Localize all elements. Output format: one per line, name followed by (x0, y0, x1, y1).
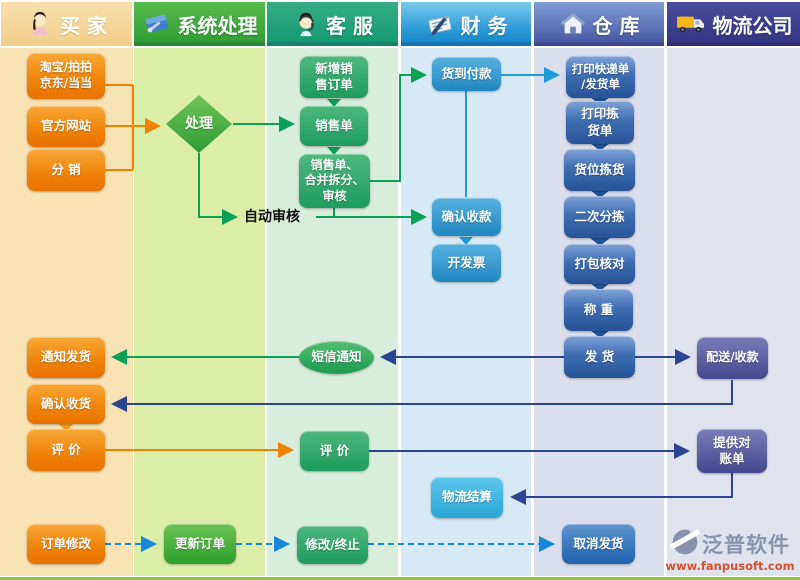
node-logistics-settlement: 物流结算 (431, 477, 503, 518)
lane-header-logistics: 物流公司 (667, 2, 800, 46)
node-cash-on-delivery: 货到付款 (432, 57, 501, 91)
node-notify-shipment: 通知发货 (27, 337, 105, 378)
node-print-pick-list: 打印拣 货单 (566, 101, 634, 144)
lane-header-label: 系统处理 (177, 13, 258, 38)
node-sales-order: 销售单 (300, 106, 368, 146)
node-order-modify: 订单修改 (27, 524, 105, 564)
finance-icon (425, 10, 455, 38)
node-update-order: 更新订单 (164, 524, 236, 564)
node-cancel-shipment: 取消发货 (562, 524, 635, 564)
node-pack-verify: 打包核对 (564, 244, 635, 284)
fanpu-logo-url: www.fanpusoft.com (665, 559, 795, 573)
node-location-picking: 货位拣货 (564, 149, 635, 191)
lane-header-label: 仓 库 (592, 13, 640, 38)
lane-header-system: 系统处理 (134, 2, 265, 46)
node-official-website: 官方网站 (27, 106, 105, 147)
logistics-icon (675, 11, 707, 37)
service-icon (292, 10, 320, 38)
lane-header-label: 买 家 (60, 13, 107, 38)
node-issue-invoice: 开发票 (432, 244, 501, 282)
lane-header-service: 客 服 (267, 2, 398, 46)
node-confirm-receipt: 确认收货 (27, 384, 105, 424)
lane-logistics (667, 48, 800, 576)
node-provide-statement: 提供对 账单 (697, 429, 767, 473)
warehouse-icon (559, 10, 587, 38)
bottom-green-strip (0, 577, 800, 580)
node-ship: 发 货 (564, 336, 635, 378)
lane-header-buyer: 买 家 (1, 2, 132, 46)
node-service-review: 评 价 (300, 431, 369, 471)
node-delivery-collection: 配送/收款 (697, 337, 768, 379)
node-sales-merge-review: 销售单、 合并拆分、 审核 (299, 154, 370, 208)
node-print-express-note: 打印快递单 /发货单 (566, 56, 635, 98)
system-icon (142, 10, 172, 38)
lane-header-label: 财 务 (460, 13, 508, 38)
node-confirm-payment: 确认收款 (432, 198, 501, 236)
node-weigh: 称 重 (564, 289, 633, 331)
lane-header-label: 客 服 (326, 13, 373, 38)
node-taobao-channels: 淘宝/拍拍 京东/当当 (27, 53, 105, 99)
fanpu-logo: 泛普软件 www.fanpusoft.com (664, 527, 796, 573)
node-second-sorting: 二次分拣 (564, 196, 635, 238)
node-sms-notify: 短信通知 (299, 341, 374, 374)
buyer-icon (26, 10, 54, 38)
node-new-sales-order: 新增销 售订单 (300, 56, 368, 98)
lane-header-label: 物流公司 (712, 13, 793, 38)
node-buyer-review: 评 价 (27, 429, 105, 471)
node-modify-terminate: 修改/终止 (297, 526, 368, 564)
lane-header-warehouse: 仓 库 (534, 2, 664, 46)
auto-review-label: 自动审核 (244, 209, 300, 225)
lane-header-finance: 财 务 (401, 2, 531, 46)
fanpu-logo-icon (669, 527, 701, 561)
fanpu-logo-name: 泛普软件 (702, 533, 790, 557)
node-distribution: 分 销 (27, 149, 105, 191)
